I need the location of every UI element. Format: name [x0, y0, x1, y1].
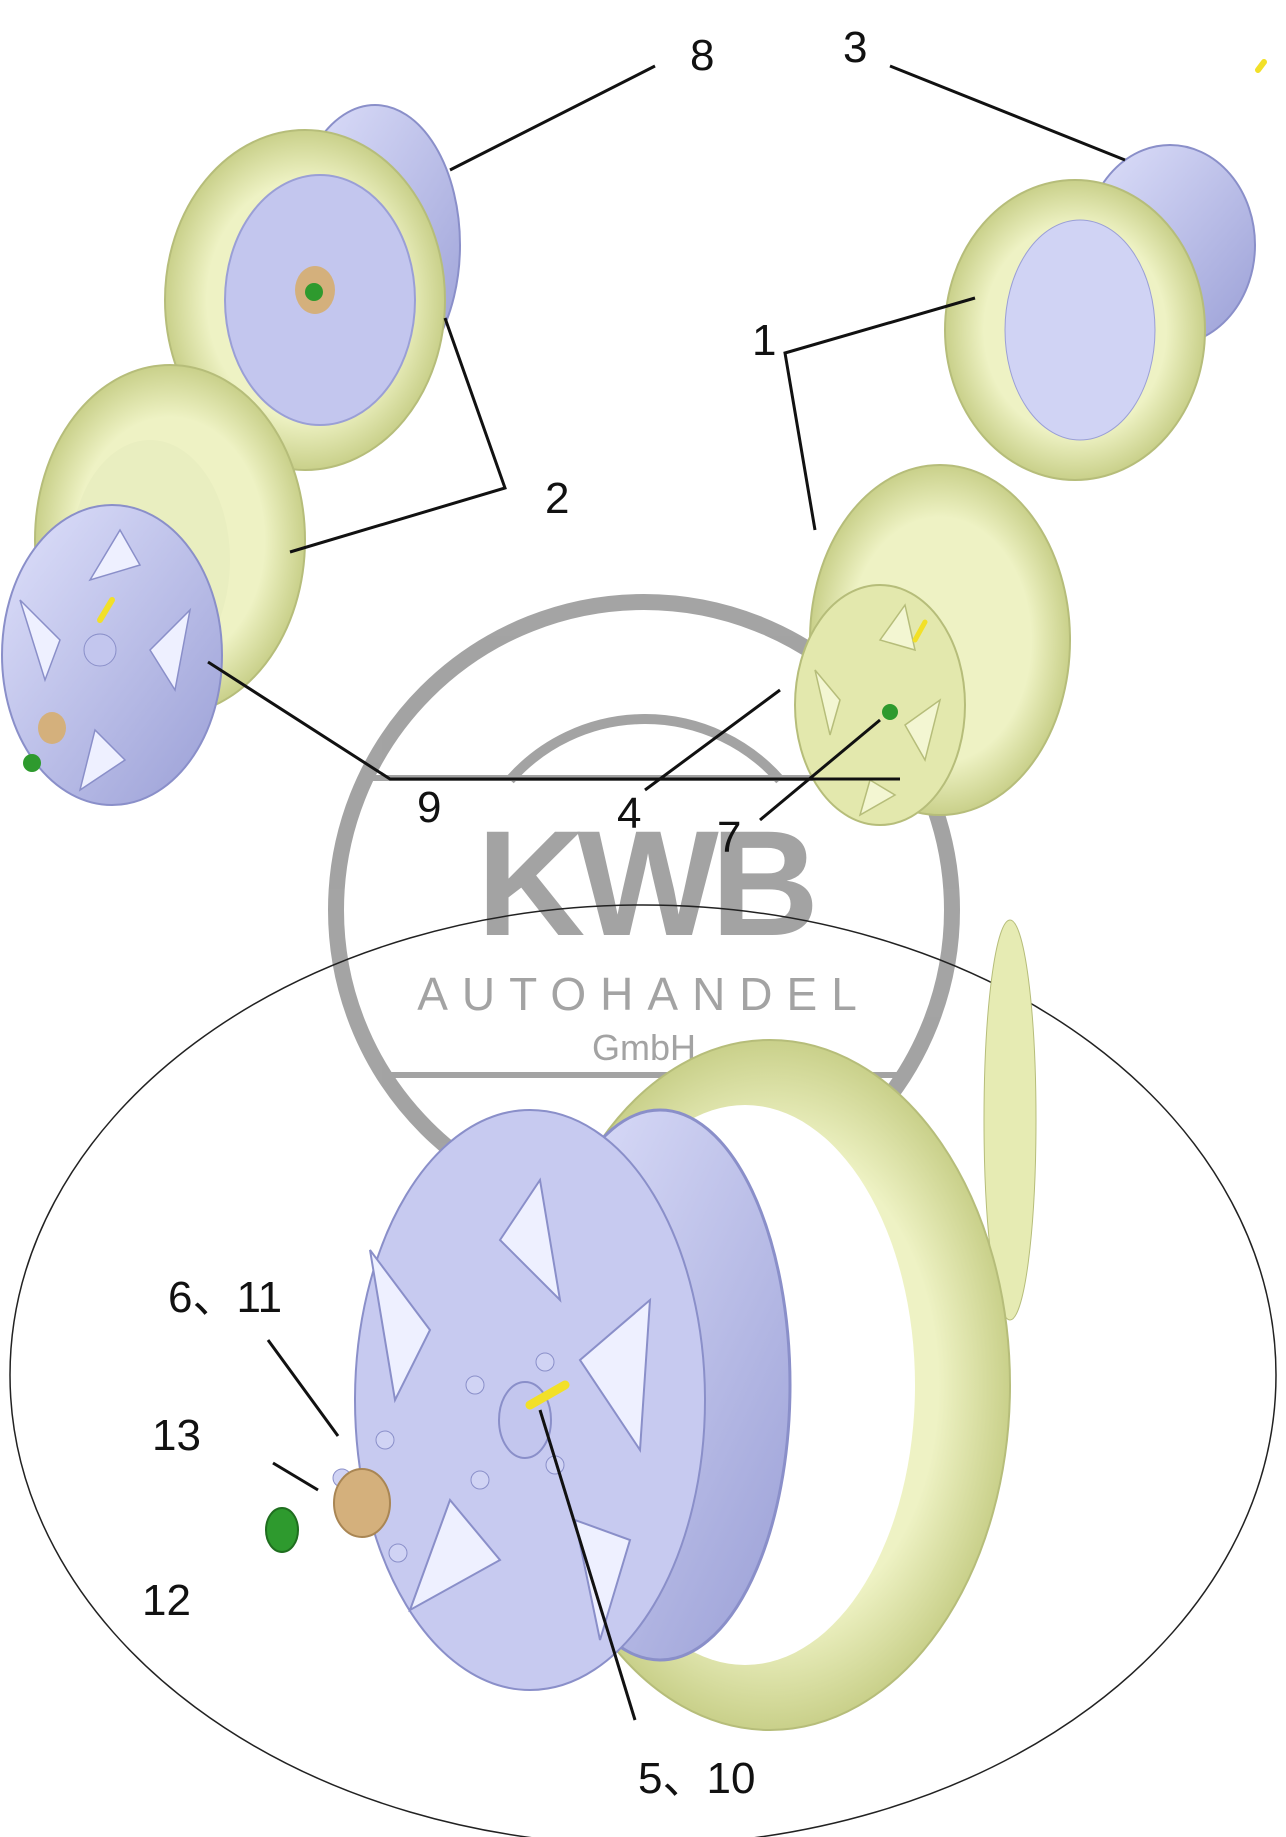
rim-spokes: [369, 1177, 652, 1641]
valve-stem-icon: [1255, 59, 1267, 73]
callout-1: 1: [752, 316, 776, 365]
detail-view-ellipse: [9, 904, 1277, 1837]
leader-lines: [207, 64, 1126, 1721]
leader-2: [289, 317, 507, 554]
spare-tire-edge: [983, 919, 1037, 1321]
lug-nut: [23, 754, 41, 772]
rim-spokes: [814, 603, 942, 817]
lug-nut: [305, 283, 323, 301]
valve-stem-icon: [525, 1380, 570, 1410]
leader-3: [889, 64, 1126, 162]
valve-stem-icon: [912, 619, 928, 643]
callout-9: 9: [417, 783, 441, 832]
lug-nut: [265, 1507, 299, 1553]
tire-inner: [1004, 219, 1156, 441]
callout-12: 12: [142, 1576, 191, 1625]
callout-labels: 8 3 1 2 9 4 7 6、11 13 12 5、10: [142, 23, 867, 1803]
valve-stem-icon: [97, 597, 115, 623]
leader-9: [207, 660, 900, 781]
leader-6-11: [266, 1339, 340, 1437]
watermark-line3: GmbH: [592, 1027, 696, 1068]
rim-spokes: [19, 528, 192, 792]
callout-8: 8: [690, 31, 714, 80]
watermark-line2: AUTOHANDEL: [417, 968, 871, 1020]
center-cap: [38, 712, 66, 744]
callout-6-11: 6、11: [168, 1273, 282, 1322]
center-bore: [83, 633, 117, 667]
leader-8: [449, 64, 656, 172]
center-cap: [333, 1468, 391, 1538]
wheel-detail: [265, 919, 1037, 1731]
wheel-top-right-rear: [944, 59, 1267, 481]
rim-face: [794, 584, 966, 826]
watermark-arc-inner: [506, 714, 784, 784]
callout-3: 3: [843, 23, 867, 72]
callout-13: 13: [152, 1411, 201, 1460]
leader-7: [759, 718, 881, 822]
leader-5-10: [538, 1409, 637, 1721]
callout-7: 7: [717, 813, 741, 862]
watermark-brand: KWB: [477, 799, 813, 967]
callout-4: 4: [617, 789, 641, 838]
callout-5-10: 5、10: [638, 1754, 755, 1803]
leader-13: [272, 1461, 319, 1492]
wheel-top-right-front: [794, 464, 1071, 826]
lug-nut: [882, 704, 898, 720]
callout-2: 2: [545, 474, 569, 523]
wheel-top-left-front: [1, 364, 306, 806]
leader-4: [644, 688, 781, 792]
wheel-top-left-rear: [164, 104, 461, 471]
leader-1: [783, 296, 976, 531]
